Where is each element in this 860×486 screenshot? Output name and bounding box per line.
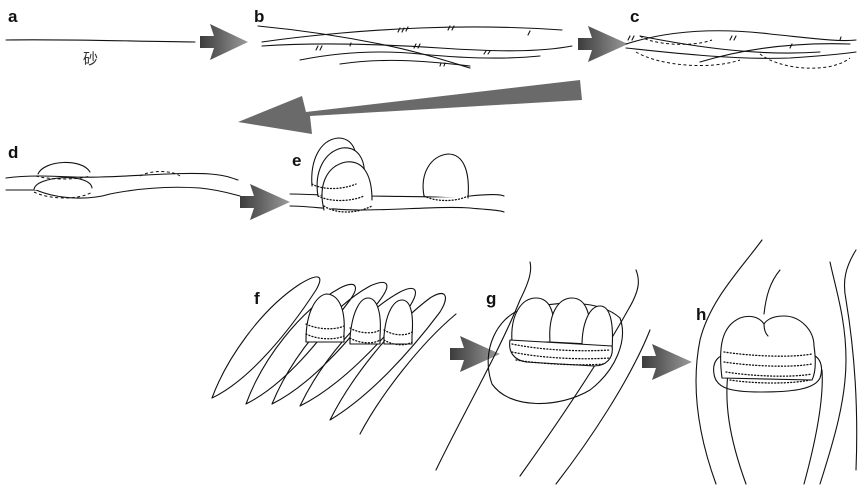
arrow-f-to-g (450, 336, 500, 372)
dashed-outline-c3 (760, 54, 850, 68)
bud-f3 (384, 300, 413, 344)
arrow-c-to-d (238, 80, 582, 134)
bud-f2 (350, 298, 380, 344)
panel-d: d (6, 143, 240, 198)
panel-f: f (212, 277, 456, 434)
panel-b: b (254, 7, 572, 68)
panel-c: c (626, 7, 856, 68)
panel-label-c: c (630, 7, 639, 26)
nodule-d1 (38, 162, 90, 174)
panel-label-h: h (696, 305, 706, 324)
sand-surface-line (6, 40, 195, 42)
panel-label-b: b (254, 7, 264, 26)
panel-e: e (290, 138, 504, 212)
bud-f1 (306, 294, 344, 342)
bud-e4 (423, 154, 468, 198)
arrow-d-to-e (240, 184, 290, 220)
panel-label-d: d (8, 143, 18, 162)
arrow-a-to-b (200, 24, 248, 60)
sand-label: 砂 (83, 50, 98, 68)
panel-g: g (436, 262, 650, 484)
panel-a: a 砂 (6, 7, 195, 68)
arrow-b-to-c (578, 26, 628, 62)
arrow-g-to-h (642, 344, 692, 380)
nodule-d2 (34, 178, 92, 190)
panel-label-a: a (8, 7, 18, 26)
panel-label-e: e (292, 151, 301, 170)
panel-h: h (696, 240, 857, 484)
panel-label-g: g (486, 289, 496, 308)
panel-label-f: f (254, 289, 260, 308)
bud-h-fused (721, 316, 816, 380)
